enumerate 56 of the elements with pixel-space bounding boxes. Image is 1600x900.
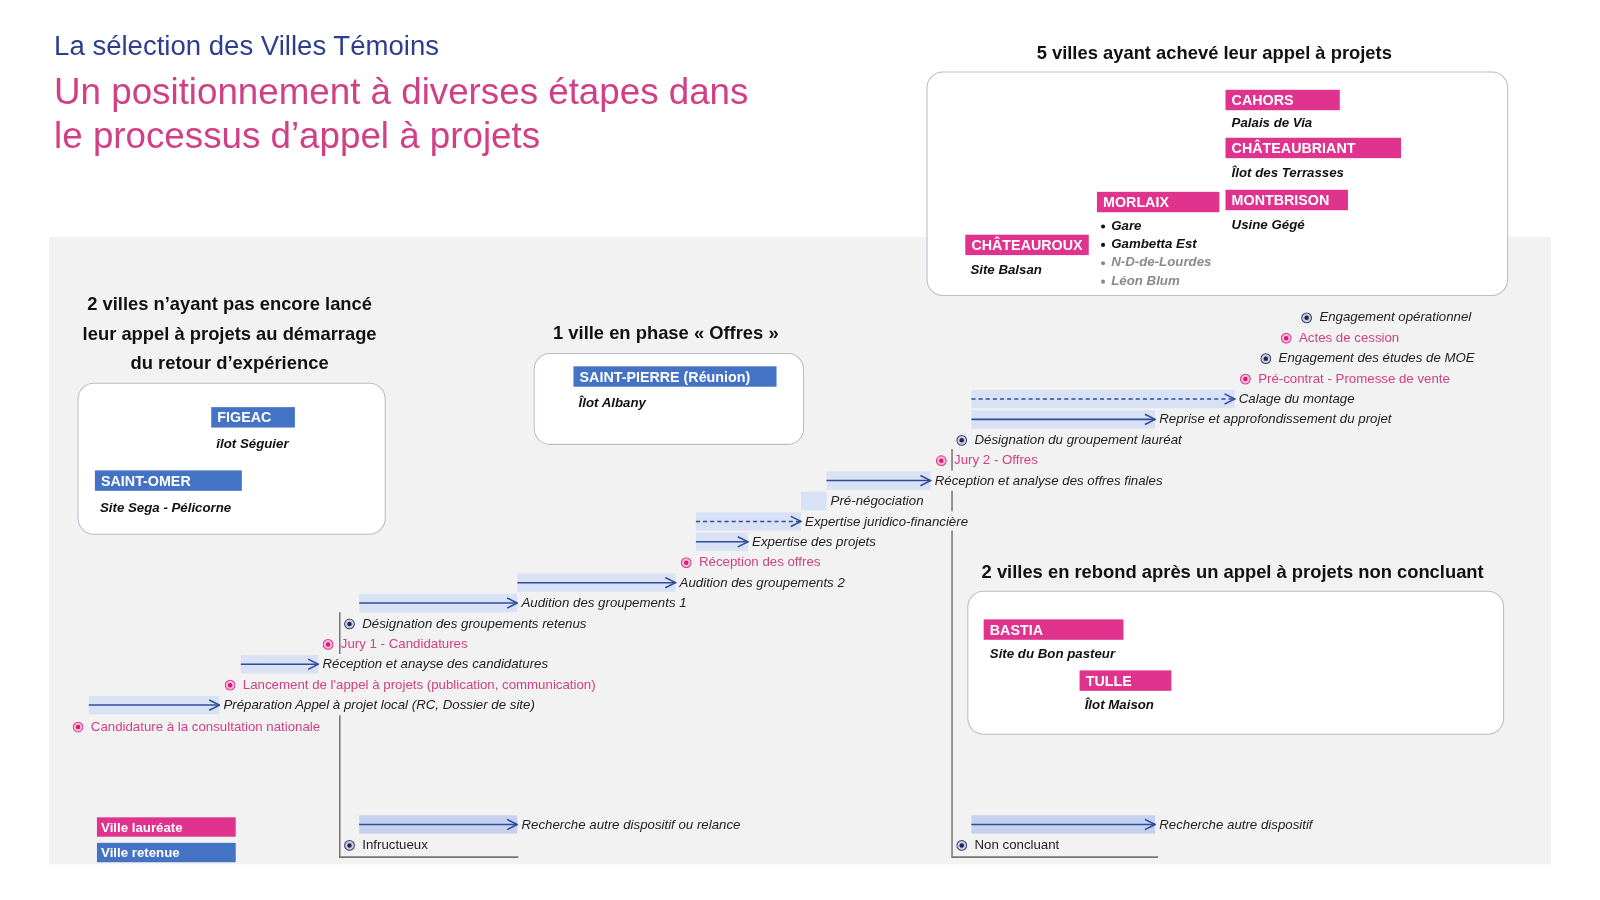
site-name: Îlot Maison	[1084, 696, 1154, 713]
site-name: Palais de Via	[1231, 114, 1313, 130]
site-list-item: N-D-de-Lourdes	[1111, 254, 1212, 270]
milestone-label: Désignation du groupement lauréat	[974, 431, 1182, 448]
site-name: Site du Bon pasteur	[989, 645, 1116, 662]
milestone-label: Engagement des études de MOE	[1278, 350, 1475, 367]
city-tag: FIGEAC	[211, 407, 295, 428]
group-heading: 2 villes en rebond après un appel à projets non concluant	[980, 560, 1485, 584]
title: La sélection des Villes Témoins	[54, 30, 439, 63]
site-list-item: Léon Blum	[1111, 272, 1180, 288]
milestone-label: Non concluant	[974, 836, 1060, 854]
legend-swatch: Ville retenue	[96, 842, 236, 863]
site-name: Site Balsan	[970, 262, 1042, 278]
step-label: Expertise des projets	[752, 533, 876, 550]
step-label: Reprise et approfondissement du projet	[1159, 411, 1392, 428]
step-label: Audition des groupements 2	[679, 574, 845, 591]
step-label: Préparation Appel à projet local (RC, Dossier de site)	[223, 696, 535, 714]
city-tag: CAHORS	[1225, 89, 1340, 111]
step-label: Audition des groupements 1	[521, 594, 687, 612]
site-name: îlot Séguier	[216, 435, 289, 451]
milestone-label: Actes de cession	[1298, 329, 1400, 346]
legend-swatch: Ville lauréate	[96, 817, 236, 837]
step-label: Recherche autre dispositif	[1159, 816, 1313, 833]
site-name: Usine Gégé	[1231, 216, 1305, 232]
city-tag: CHÂTEAUBRIANT	[1225, 137, 1401, 159]
step-label: Pré-négociation	[830, 492, 924, 510]
site-list-item: Gare	[1111, 217, 1142, 233]
milestone-label: Engagement opérationnel	[1319, 309, 1472, 326]
step-label: Expertise juridico-financière	[805, 513, 969, 530]
milestone-label: Lancement de l'appel à projets (publication, communication)	[242, 676, 596, 693]
milestone-label: Jury 2 - Offres	[954, 452, 1038, 469]
group-heading: 2 villes n’ayant pas encore lancé leur appel à projets au démarrage du retour d’expérience	[81, 292, 378, 376]
milestone-label: Désignation des groupements retenus	[362, 615, 587, 632]
city-tag: SAINT-PIERRE (Réunion)	[573, 366, 777, 387]
milestone-label: Jury 1 - Candidatures	[340, 635, 468, 653]
city-tag: TULLE	[1079, 670, 1172, 691]
milestone-label: Candidature à la consultation nationale	[90, 718, 321, 735]
city-tag: CHÂTEAUROUX	[965, 234, 1089, 256]
city-tag: SAINT-OMER	[94, 470, 242, 491]
site-name: Îlot des Terrasses	[1231, 164, 1344, 180]
group-heading: 5 villes ayant achevé leur appel à projets	[1035, 41, 1393, 66]
site-name: Îlot Albany	[578, 394, 646, 411]
step-label: Recherche autre dispositif ou relance	[521, 816, 741, 833]
milestone-label: Réception des offres	[698, 554, 821, 571]
city-tag: MONTBRISON	[1225, 189, 1348, 211]
milestone-label: Pré-contrat - Promesse de vente	[1258, 370, 1450, 387]
city-tag: MORLAIX	[1096, 191, 1220, 213]
milestone-label: Infructueux	[362, 836, 428, 854]
step-label: Réception et analyse des offres finales	[934, 472, 1163, 489]
step-label: Calage du montage	[1238, 390, 1355, 408]
group-heading: 1 ville en phase « Offres »	[552, 321, 780, 345]
site-name: Site Sega - Pélicorne	[100, 500, 232, 516]
city-tag: BASTIA	[983, 619, 1124, 640]
step-label: Réception et anayse des candidatures	[322, 656, 549, 673]
site-list-item: Gambetta Est	[1111, 235, 1197, 251]
subtitle: Un positionnement à diverses étapes dans le processus d’appel à projets	[54, 69, 750, 158]
